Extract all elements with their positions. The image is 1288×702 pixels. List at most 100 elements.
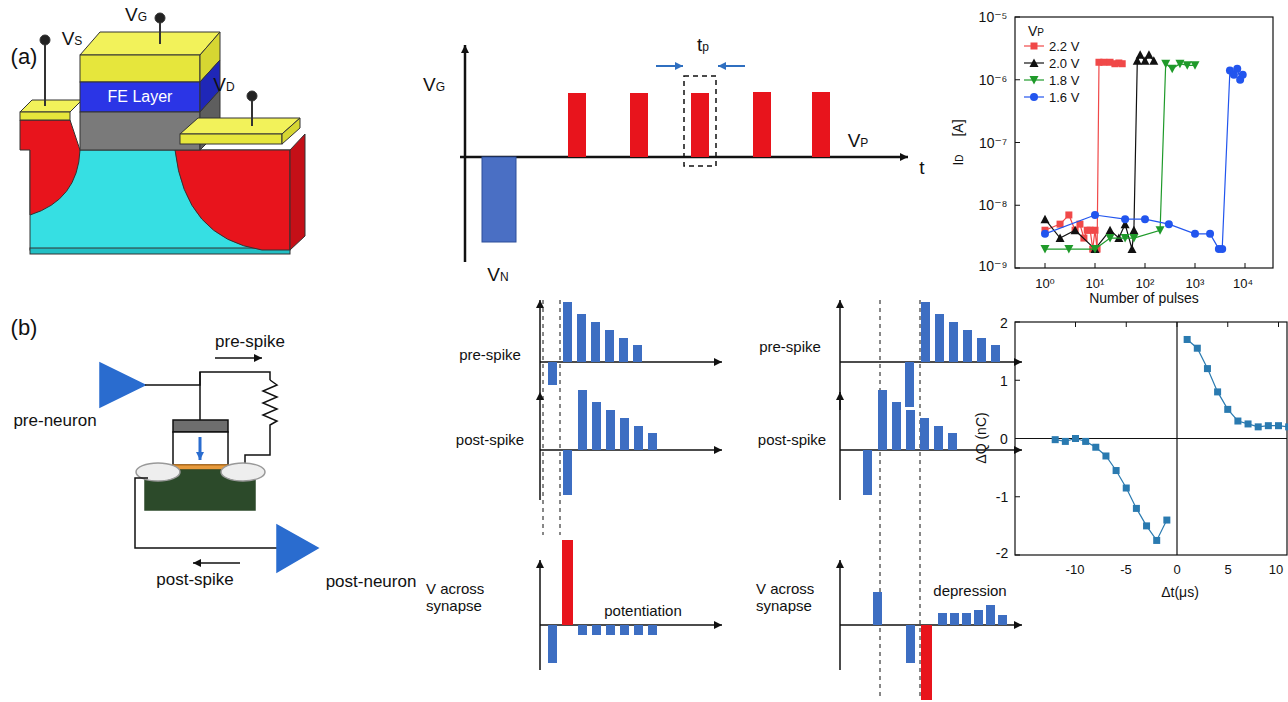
stdp-chart-ticks-part [1278,322,1279,327]
pin-name: VS [62,29,83,48]
tick-label: -10 [1066,563,1085,578]
axis-name: VG [423,75,445,94]
id-chart-ticks-part [1015,142,1020,143]
id-chart-data-part [1100,59,1107,66]
id-chart-data-part [1041,245,1050,254]
fefet-device-part [180,134,282,144]
spike-bars-part [548,362,557,385]
id-chart-data-part [1072,227,1079,234]
synapse-schematic-part [277,525,318,572]
row-note: potentiation [604,602,682,619]
stdp-chart-ticks-part [1015,496,1020,497]
fefet-device-part [282,118,300,144]
pulse-amplitude-name: VP [848,131,869,150]
fefet-device-part [20,100,82,112]
id-chart-data-part [1175,60,1184,69]
signal-name: post-spike [156,570,233,590]
fefet-device-part [80,32,220,55]
spike-bars-part [620,418,629,450]
id-chart-data-part [1045,55,1154,249]
gate-waveform-part [482,157,516,242]
id-chart-data-part [1121,215,1129,223]
row-name: pre-spike [459,346,521,363]
spike-bars-part [634,625,643,635]
axis-title: ΔQ (nC) [973,412,989,463]
tick-label: 10 [1269,563,1283,578]
stdp-chart-ticks-part [1015,322,1020,323]
spike-bars-part [963,330,972,362]
axis-name: t [919,157,924,179]
layer-name: FE Layer [108,88,173,106]
tick-label: -5 [1120,563,1132,578]
gate-waveform-part [812,92,830,157]
gate-waveform-part [568,93,586,157]
stdp-chart-data-part [1062,438,1069,445]
stdp-chart-data-part [1265,422,1272,429]
id-chart-ticks-part [1145,263,1146,268]
tick-label: -2 [996,545,1008,561]
timing-axes-part-part [920,300,921,700]
id-chart-data-part [1031,43,1038,50]
id-chart-data-part [1064,245,1073,254]
id-chart-data-part [1056,234,1065,243]
legend-entry: 2.2 V [1049,39,1079,54]
spike-bars-part [563,450,572,495]
spike-bars-part [591,322,600,362]
tick-label: 5 [1224,563,1231,578]
layer-band: FE Layer [80,82,200,112]
synapse-schematic [100,358,318,572]
row-name: post-spike [456,431,524,448]
fefet-device-part [247,91,257,101]
stdp-chart-data-part [1224,406,1231,413]
tick-label: 0 [1173,563,1180,578]
tick-label: 0 [1000,431,1008,447]
fefet-device-part [44,44,46,106]
stdp-chart-data-part [1194,345,1201,352]
id-chart-data-part [1030,59,1039,68]
stdp-chart-ticks-part [1227,322,1228,327]
id-chart-data-part [1156,226,1165,235]
stdp-chart-data-part [1055,439,1167,541]
spike-bars-part [563,302,572,362]
stdp-chart-data-part [1255,423,1262,430]
spike-bars-part [606,625,615,635]
timing-axes-part [539,392,541,500]
spike-bars-part [606,410,615,450]
tick-label: 10⁻⁶ [979,72,1008,88]
tick-label: 10¹ [1086,277,1105,292]
tick-label: 10⁻⁸ [979,197,1008,213]
tick-label: 10³ [1186,277,1205,292]
spike-bars-part [986,605,995,625]
spike-bars-part [921,625,932,700]
stdp-chart-ticks-part [1015,380,1020,381]
stdp-chart-data-part [1123,485,1130,492]
row-note: depression [933,582,1006,599]
stdp-chart-data-part [1275,422,1282,429]
id-chart-data-part [1141,215,1149,223]
axis-title: Number of pulses [1089,290,1199,306]
id-chart-ticks-part [1015,205,1020,206]
row-name: V across synapse [426,580,506,615]
gate-waveform-part [691,93,709,157]
id-chart-ticks-part [1015,79,1020,80]
id-chart-data-part [1045,69,1243,249]
id-chart-data-part [1091,211,1099,219]
id-chart-data-part [1239,71,1247,79]
id-chart-ticks-part [1095,263,1096,268]
id-chart-data-part [1144,50,1153,59]
neuron-name: post-neuron [326,572,417,592]
spike-bars-part [948,433,957,450]
spike-bars-part [619,338,628,362]
id-chart-data-part [1168,65,1177,74]
id-chart-data-part [1233,65,1241,73]
row-name: pre-spike [759,338,821,355]
id-chart-data-part [1041,230,1049,238]
spike-bars-part [920,418,929,450]
pin-name: VD [213,75,234,94]
id-chart-data-part [1149,56,1158,65]
spike-bars-part [949,322,958,362]
spike-bars-part [620,625,629,635]
fefet-device-part [175,150,290,250]
axis-title: ID [951,154,965,165]
